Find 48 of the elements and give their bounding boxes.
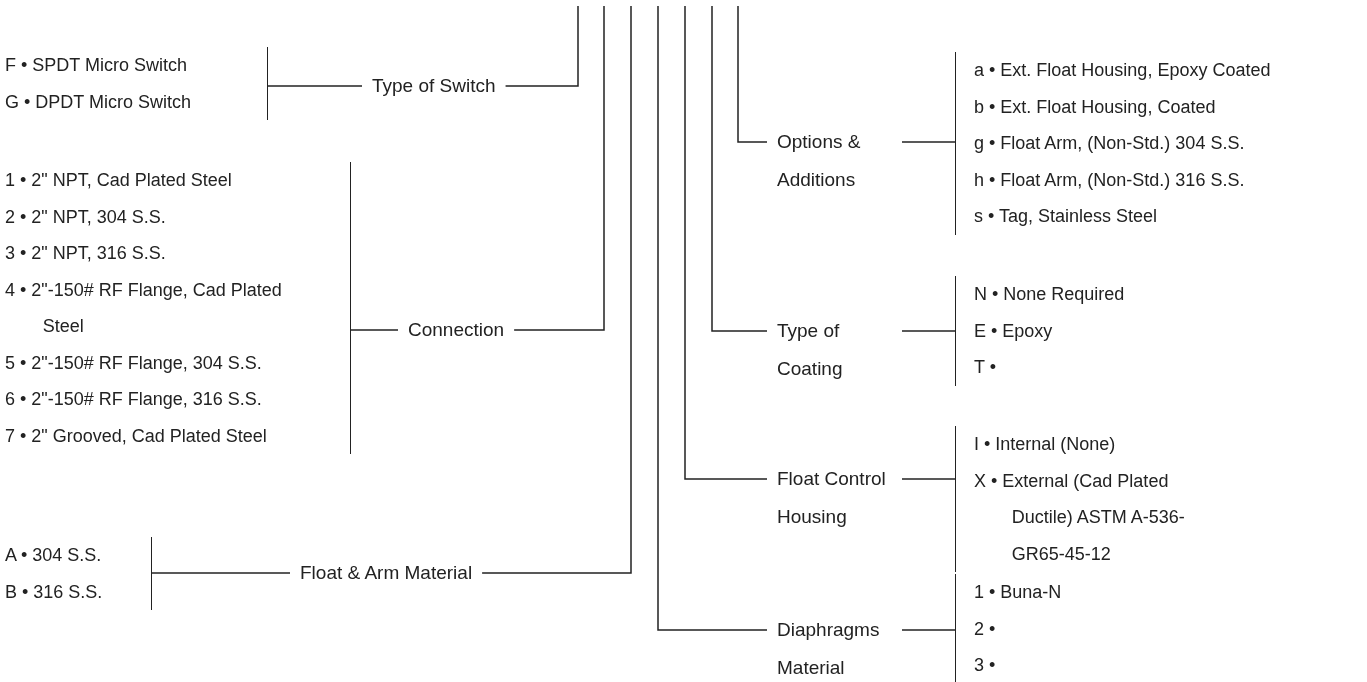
- connector-line: [684, 5, 768, 480]
- option-item: 4 • 2"-150# RF Flange, Cad Plated Steel: [5, 278, 283, 338]
- connector-line: [901, 330, 956, 332]
- connector-line: [151, 572, 291, 574]
- option-item: X • External (Cad Plated Ductile) ASTM A-536-GR65-45-12: [974, 469, 1186, 566]
- option-item: F • SPDT Micro Switch: [5, 54, 187, 77]
- option-item: B • 316 S.S.: [5, 580, 103, 604]
- category-label: Float Control Housing: [777, 468, 886, 527]
- option-item: h • Float Arm, (Non-Std.) 316 S.S.: [974, 168, 1245, 192]
- option-bracket: [5, 537, 152, 610]
- connector-line: [504, 5, 579, 87]
- category-label: Diaphragms Material: [777, 619, 880, 678]
- connector-line: [481, 5, 632, 574]
- option-item: a • Ext. Float Housing, Epoxy Coated: [974, 59, 1271, 82]
- connector-line: [901, 141, 956, 143]
- option-item: G • DPDT Micro Switch: [5, 90, 191, 114]
- connector-line: [350, 329, 399, 331]
- connector-line: [901, 478, 956, 480]
- option-item: 3 • 2" NPT, 316 S.S.: [5, 242, 166, 265]
- connector-line: [267, 85, 363, 87]
- category-label: Type of Switch: [372, 75, 496, 96]
- option-bracket: [5, 47, 268, 120]
- connector-line: [657, 5, 768, 631]
- connector-line: [901, 629, 956, 631]
- option-item: 2 • 2" NPT, 304 S.S.: [5, 205, 166, 229]
- option-item: b • Ext. Float Housing, Coated: [974, 95, 1216, 119]
- category-label: Type of Coating: [777, 320, 843, 379]
- option-item: 2 •: [974, 617, 997, 641]
- option-item: g • Float Arm, (Non-Std.) 304 S.S.: [974, 132, 1245, 155]
- category-label: Float & Arm Material: [300, 562, 473, 583]
- option-item: A • 304 S.S.: [5, 544, 102, 567]
- option-item: s • Tag, Stainless Steel: [974, 205, 1158, 228]
- option-item: 7 • 2" Grooved, Cad Plated Steel: [5, 424, 267, 448]
- option-item: N • None Required: [974, 283, 1125, 306]
- option-item: T •: [974, 356, 997, 379]
- connector-line: [513, 5, 605, 331]
- option-item: 1 • 2" NPT, Cad Plated Steel: [5, 169, 232, 192]
- connector-line: [737, 5, 768, 143]
- option-item: E • Epoxy: [974, 319, 1054, 343]
- option-item: I • Internal (None): [974, 433, 1116, 456]
- option-bracket: [5, 162, 351, 454]
- option-item: 1 • Buna-N: [974, 581, 1062, 604]
- option-item: 3 •: [974, 654, 997, 677]
- option-item: 6 • 2"-150# RF Flange, 316 S.S.: [5, 388, 262, 411]
- category-label: Options & Additions: [777, 131, 861, 190]
- category-label: Connection: [408, 319, 505, 340]
- option-item: 5 • 2"-150# RF Flange, 304 S.S.: [5, 351, 262, 375]
- connector-line: [711, 5, 768, 332]
